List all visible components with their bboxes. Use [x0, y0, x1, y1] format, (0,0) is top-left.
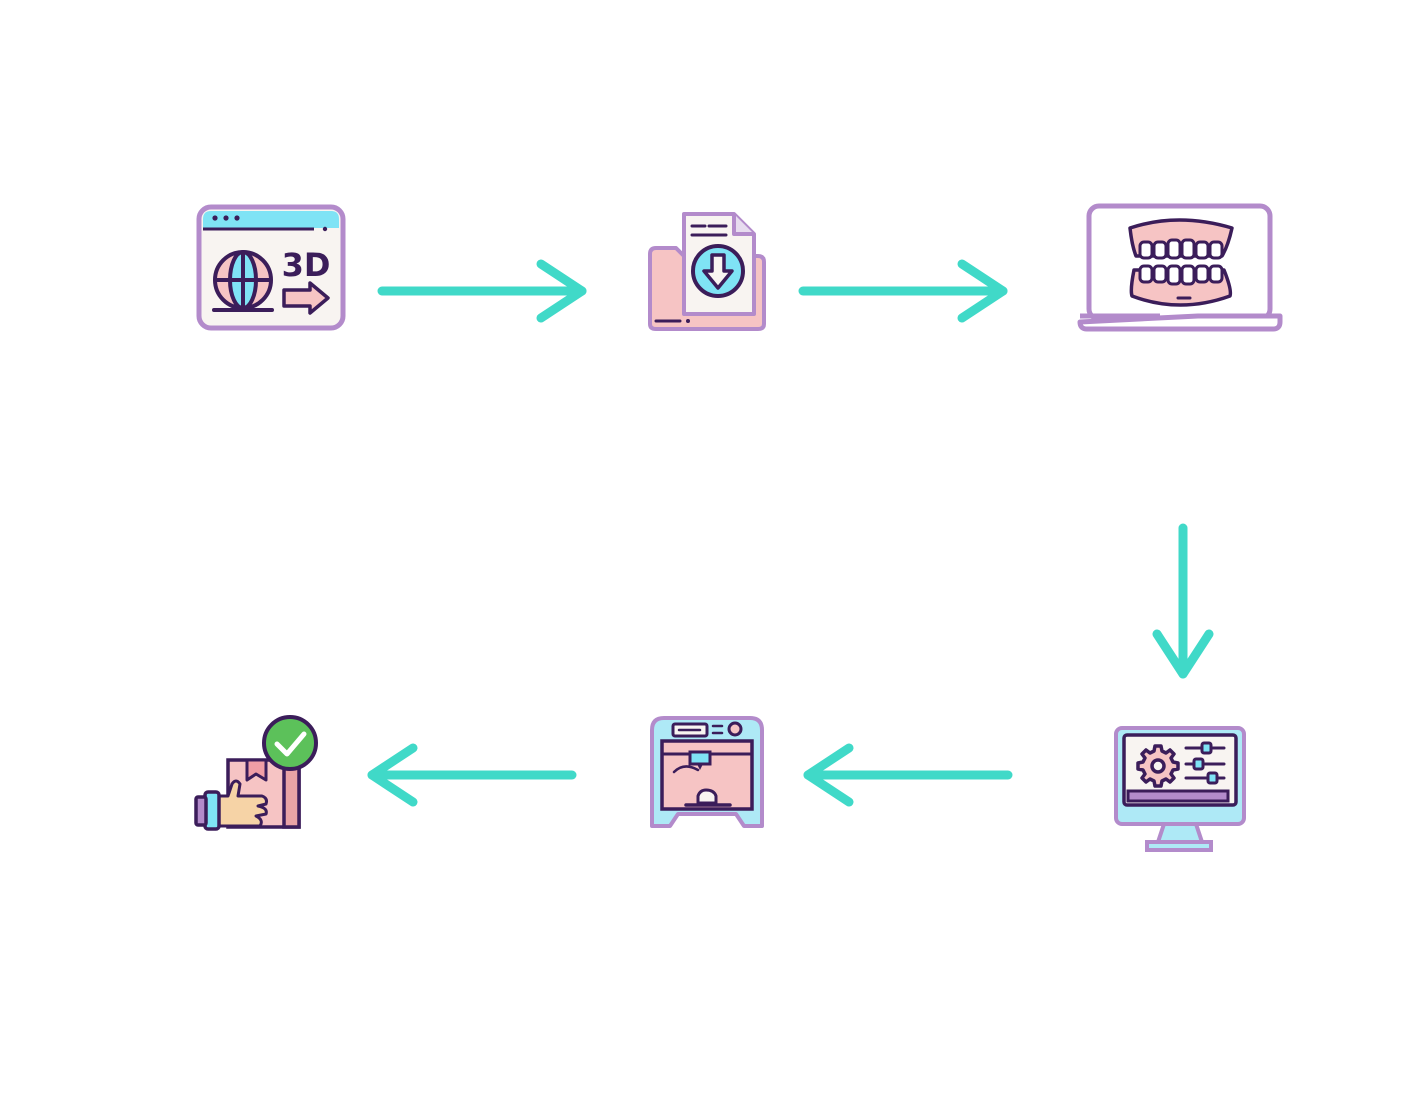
- package-delivered-icon: [194, 715, 318, 831]
- 3d-printer-icon: [650, 716, 764, 828]
- arrow-settings-to-printer: [803, 743, 1013, 807]
- arrow-printer-to-delivery: [367, 743, 577, 807]
- arrow-model-to-settings: [1152, 523, 1214, 679]
- file-download-folder-icon: [648, 212, 766, 331]
- 3d-scan-window-icon: 3D: [196, 204, 346, 331]
- monitor-settings-icon: [1114, 726, 1246, 852]
- arrow-download-to-model: [798, 259, 1008, 323]
- 3d-label: 3D: [282, 246, 331, 284]
- arrow-scan-to-download: [377, 259, 587, 323]
- laptop-teeth-model-icon: [1077, 203, 1283, 332]
